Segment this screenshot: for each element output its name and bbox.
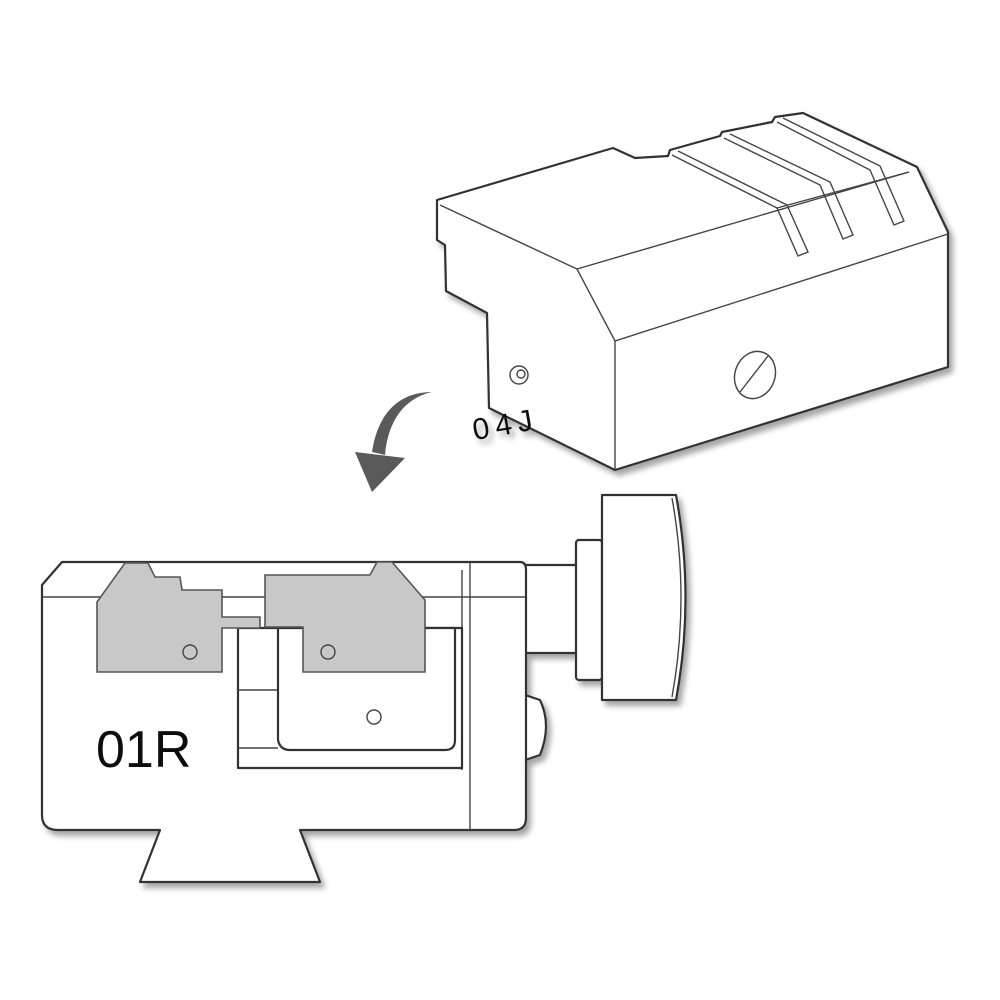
- curved-arrow-icon: [355, 392, 432, 492]
- clamp-knob[interactable]: [518, 493, 687, 702]
- right-jaw: [264, 561, 426, 673]
- clamp-assembly-01r: 01R: [40, 493, 687, 884]
- small-screw: [509, 365, 529, 385]
- groove-slots: [671, 117, 910, 257]
- side-button: [523, 693, 548, 762]
- screw-hole: [733, 350, 777, 400]
- jaw-insert-block-04j: 04J: [435, 111, 950, 472]
- block-label: 04J: [470, 403, 541, 447]
- clamp-label: 01R: [96, 721, 191, 779]
- left-jaw: [96, 562, 261, 673]
